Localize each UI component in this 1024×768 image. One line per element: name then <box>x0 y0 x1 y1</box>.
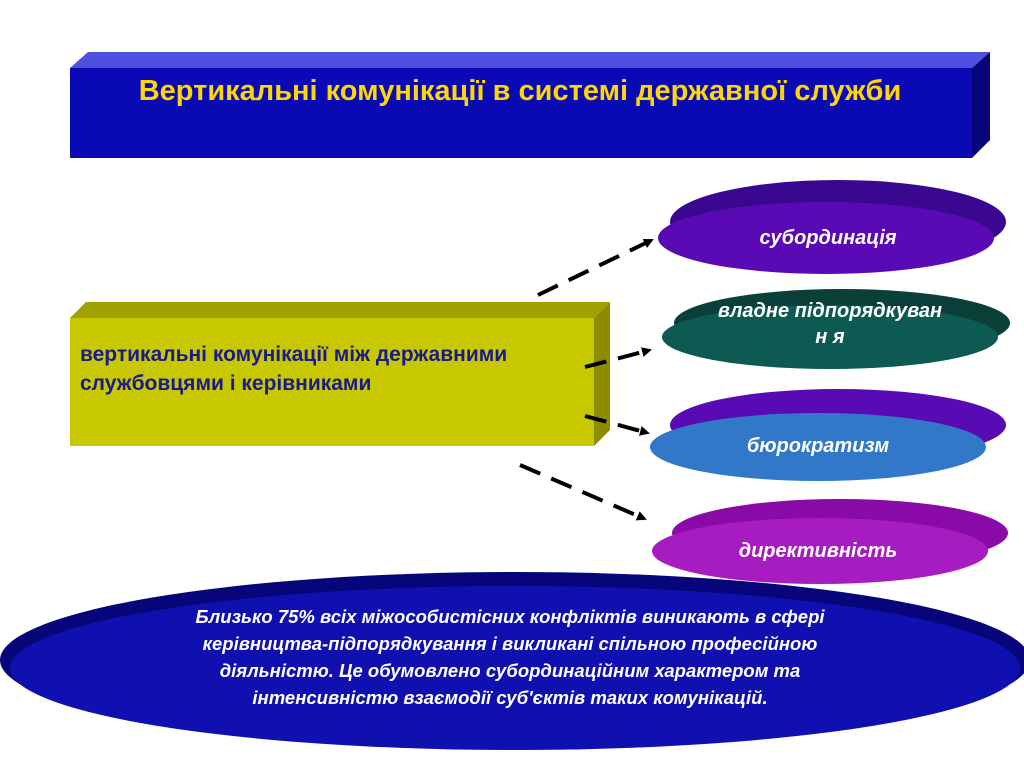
arrow-to-directiveness <box>519 463 647 521</box>
branch-label-authority: владне підпорядкуванн я <box>717 300 943 348</box>
center-box <box>70 302 610 446</box>
oval-bureaucratism <box>650 389 1006 481</box>
arrow-to-authority <box>584 347 652 369</box>
oval-directiveness <box>652 499 1008 584</box>
center-box-text: вертикальні комунікації між державними с… <box>80 343 508 395</box>
connector-arrows <box>519 238 654 521</box>
arrow-to-bureaucratism <box>584 414 650 436</box>
oval-subordination <box>658 180 1006 274</box>
page-title: Вертикальні комунікації в системі держав… <box>138 75 902 107</box>
note-oval <box>0 572 1024 750</box>
title-box <box>70 52 990 158</box>
note-text: Близько 75% всіх міжособистісних конфлік… <box>195 606 825 708</box>
branch-label-subordination: субординація <box>759 227 897 249</box>
branch-label-bureaucratism: бюрократизм <box>746 435 890 457</box>
arrow-to-subordination <box>537 238 654 297</box>
oval-authority <box>662 289 1010 369</box>
branch-label-directiveness: директивність <box>738 540 898 562</box>
